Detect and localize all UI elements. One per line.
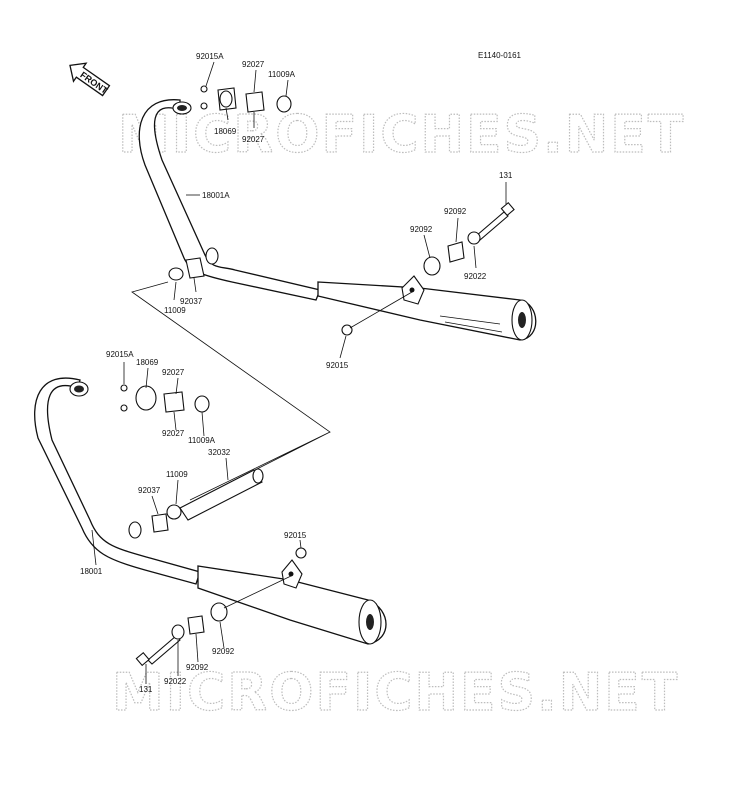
part-label-32032: 32032 — [208, 448, 231, 457]
part-label-92015-bottom: 92015 — [284, 531, 307, 540]
muffler-assembly-upper — [138, 99, 537, 341]
part-label-92092-top-a: 92092 — [444, 207, 467, 216]
part-label-92015-top: 92015 — [326, 361, 349, 370]
linkage-lines — [131, 281, 331, 501]
reference-code: E1140-0161 — [478, 51, 522, 60]
muffler-assembly-lower — [34, 377, 387, 645]
part-label-92027-top-a: 92027 — [242, 60, 265, 69]
part-label-18001: 18001 — [80, 567, 103, 576]
lower-small-parts — [120, 384, 307, 667]
part-label-92092-bottom-b: 92092 — [186, 663, 209, 672]
part-label-92037-bottom: 92037 — [138, 486, 161, 495]
front-arrow-icon: FRONT — [69, 62, 111, 97]
part-label-131-top: 131 — [499, 171, 513, 180]
part-label-92092-top-b: 92092 — [410, 225, 433, 234]
part-label-11009A-top: 11009A — [268, 70, 296, 79]
part-label-18069-top: 18069 — [214, 127, 237, 136]
part-label-92015A-top: 92015A — [196, 52, 224, 61]
watermark-bottom: MICROFICHES.NET — [112, 663, 679, 723]
part-label-92022-top: 92022 — [464, 272, 487, 281]
part-label-11009-top: 11009 — [164, 306, 186, 315]
part-label-92037-top: 92037 — [180, 297, 203, 306]
part-label-92092-bottom-a: 92092 — [212, 647, 235, 656]
part-label-131-bottom: 131 — [139, 685, 153, 694]
upper-small-parts — [168, 85, 515, 336]
part-label-11009A-bottom: 11009A — [188, 436, 216, 445]
part-label-92027-top-b: 92027 — [242, 135, 265, 144]
watermark-top: MICROFICHES.NET — [118, 105, 685, 165]
leader-lines — [91, 61, 507, 684]
part-label-92027-bottom-a: 92027 — [162, 368, 185, 377]
part-label-11009-bottom: 11009 — [166, 470, 188, 479]
part-label-92027-bottom-b: 92027 — [162, 429, 185, 438]
part-label-18069-bottom: 18069 — [136, 358, 159, 367]
part-label-18001A: 18001A — [202, 191, 230, 200]
part-label-92022-bottom: 92022 — [164, 677, 187, 686]
part-label-92015A-bottom: 92015A — [106, 350, 134, 359]
